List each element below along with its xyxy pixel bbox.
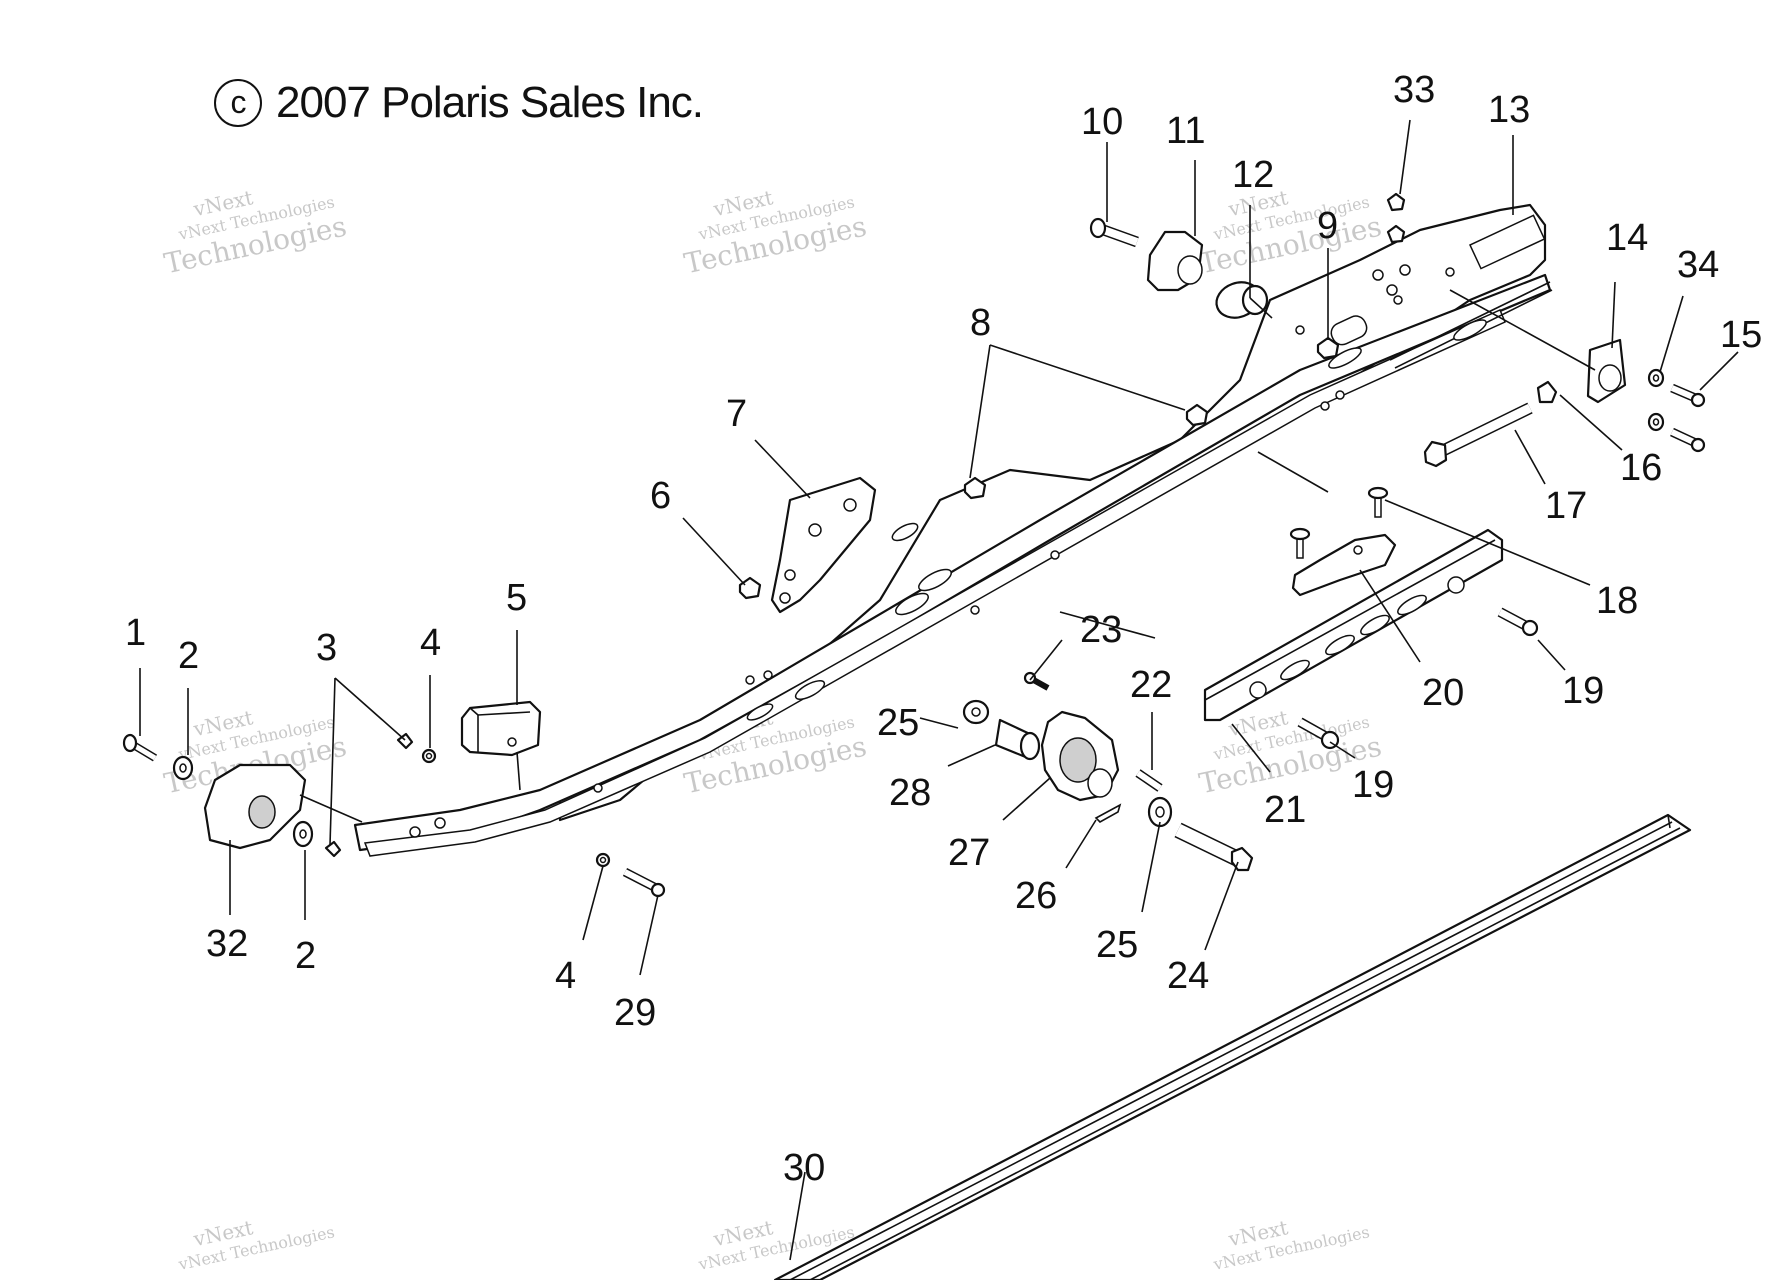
- adjuster-27: [1040, 710, 1120, 802]
- callout-2: 2: [295, 935, 316, 977]
- watermark: vNext vNext Technologies Technologies: [161, 185, 349, 280]
- callout-8: 8: [970, 302, 991, 344]
- callout-6: 6: [650, 475, 671, 517]
- bushing-11: [1146, 230, 1204, 292]
- callout-22: 22: [1130, 664, 1172, 706]
- spacer-28: [994, 718, 1041, 761]
- callout-21: 21: [1264, 789, 1306, 831]
- callout-12: 12: [1232, 154, 1274, 196]
- callout-1: 1: [125, 612, 146, 654]
- callouts: 1 2 2 3 4 4 5 6 7 8 9 10 11 12 13 14 15 …: [125, 69, 1762, 1189]
- washers-nuts: [172, 192, 1665, 868]
- callout-25: 25: [1096, 924, 1138, 966]
- callout-28: 28: [889, 772, 931, 814]
- callout-32: 32: [206, 923, 248, 965]
- pin-22: [1135, 769, 1163, 792]
- callout-15: 15: [1720, 314, 1762, 356]
- cap-20: [1291, 533, 1397, 597]
- bolt-19a: [1497, 607, 1539, 637]
- callout-7: 7: [726, 393, 747, 435]
- rivet-18b: [1289, 527, 1311, 559]
- slider-21: [1203, 528, 1504, 722]
- watermark: vNext vNext Technologies: [176, 1215, 336, 1274]
- callout-27: 27: [948, 832, 990, 874]
- callout-29: 29: [614, 992, 656, 1034]
- callout-13: 13: [1488, 89, 1530, 131]
- cotter-26: [1094, 803, 1122, 823]
- bolt-10: [1089, 217, 1139, 248]
- callout-18: 18: [1596, 580, 1638, 622]
- block-5: [460, 700, 542, 757]
- watermarks: vNext vNext Technologies Technologies vN…: [161, 185, 1384, 1274]
- callout-20: 20: [1422, 672, 1464, 714]
- callout-23: 23: [1080, 609, 1122, 651]
- copyright-notice: c 2007 Polaris Sales Inc.: [214, 78, 704, 128]
- bolt-24: [1174, 822, 1254, 872]
- callout-17: 17: [1545, 485, 1587, 527]
- bolt-17: [1423, 402, 1533, 468]
- callout-19: 19: [1562, 670, 1604, 712]
- callout-11: 11: [1166, 110, 1205, 152]
- callout-24: 24: [1167, 955, 1209, 997]
- bracket-7: [770, 476, 877, 614]
- wheel-12: [1215, 281, 1269, 319]
- callout-14: 14: [1606, 217, 1648, 259]
- callout-4: 4: [420, 622, 441, 664]
- callout-5: 5: [506, 577, 527, 619]
- callout-9: 9: [1317, 205, 1338, 247]
- callout-26: 26: [1015, 875, 1057, 917]
- leader-lines: [139, 119, 1739, 1261]
- callout-16: 16: [1620, 447, 1662, 489]
- watermark: vNext vNext Technologies: [1211, 1215, 1371, 1274]
- callout-34: 34: [1677, 244, 1719, 286]
- callout-25: 25: [877, 702, 919, 744]
- bolt-15b: [1670, 427, 1706, 453]
- slide-rail: [773, 813, 1692, 1280]
- rail-frame: [353, 203, 1553, 857]
- pin-23: [1023, 671, 1050, 691]
- bolt-29: [622, 867, 666, 898]
- callout-4: 4: [555, 955, 576, 997]
- callout-3: 3: [316, 627, 337, 669]
- rivet-18a: [1367, 486, 1389, 518]
- bracket-14: [1586, 338, 1627, 404]
- callout-30: 30: [783, 1147, 825, 1189]
- watermark: vNext vNext Technologies Technologies: [681, 185, 869, 280]
- callout-33: 33: [1393, 69, 1435, 111]
- callout-2: 2: [178, 635, 199, 677]
- copyright-text: 2007 Polaris Sales Inc.: [276, 78, 704, 127]
- callout-19: 19: [1352, 764, 1394, 806]
- callout-10: 10: [1081, 101, 1123, 143]
- bolt-15a: [1670, 383, 1706, 408]
- bolt-1: [122, 733, 158, 762]
- copyright-symbol: c: [214, 79, 262, 127]
- bolt-19b: [1297, 717, 1340, 750]
